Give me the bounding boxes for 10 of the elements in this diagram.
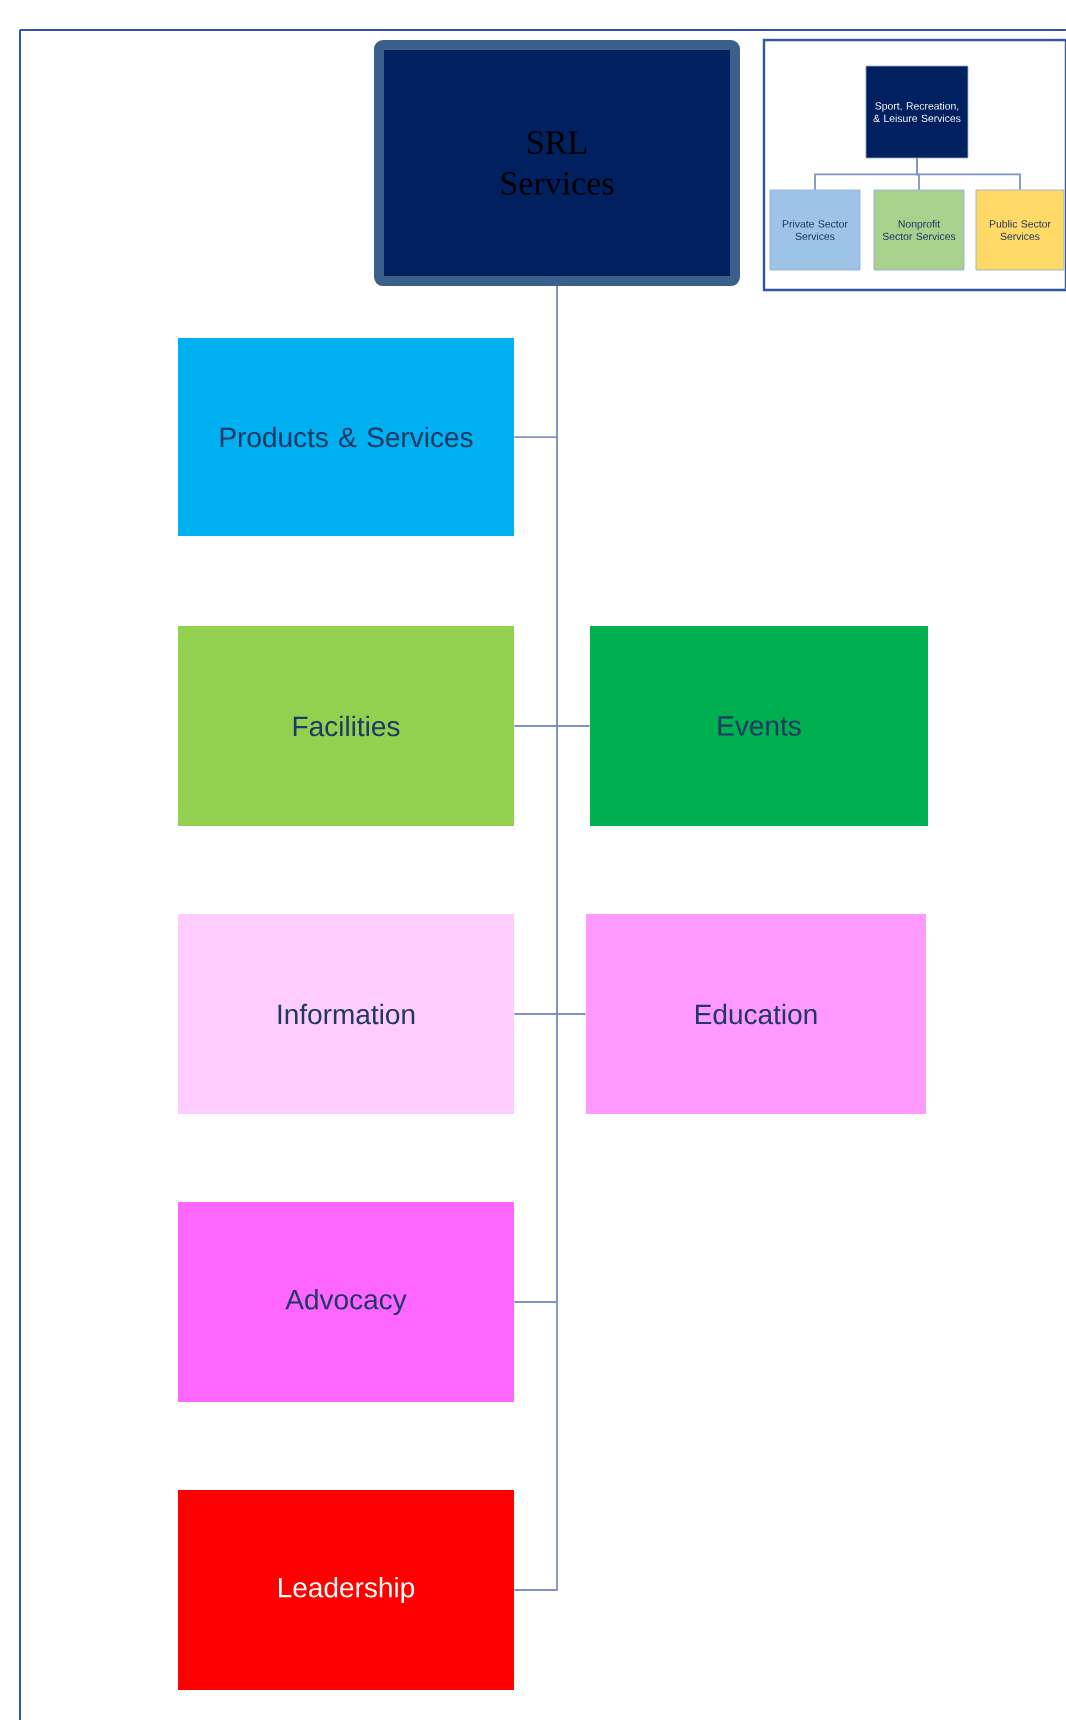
category-box: Products & Services xyxy=(178,338,514,536)
connector xyxy=(916,157,1021,191)
category-box: Information xyxy=(178,914,514,1114)
category-box: Events xyxy=(590,626,928,826)
connector xyxy=(513,285,558,1591)
category-box: Education xyxy=(586,914,926,1114)
title-box: SRL Services xyxy=(374,40,740,287)
category-box: Advocacy xyxy=(178,1202,514,1402)
category-box: Facilities xyxy=(178,626,514,826)
category-box: Leadership xyxy=(178,1490,514,1690)
